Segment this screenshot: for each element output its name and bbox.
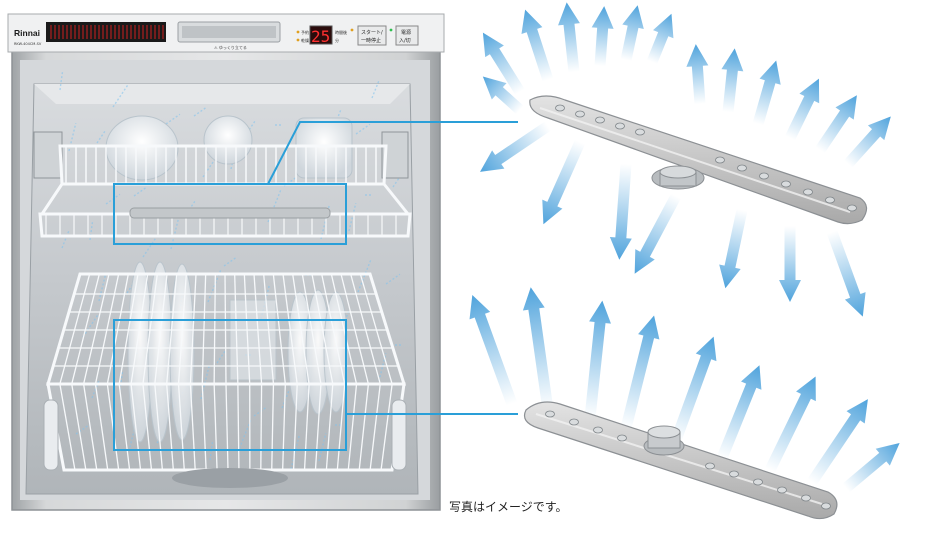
image-caption: 写真はイメージです。 <box>449 500 568 514</box>
timer-unit-minutes: 分 <box>335 37 339 43</box>
timer-digits: 25 <box>311 27 330 46</box>
upper-spray-arm-detail <box>529 95 868 225</box>
drain-filter <box>172 468 288 488</box>
handle-note: ⚠ ゆっくり立てる <box>214 44 247 50</box>
upper-rack <box>33 115 412 238</box>
power-button-line-1: 電源 <box>401 29 411 36</box>
callout-upper <box>113 121 518 245</box>
model-number: RKW-404CM-SV <box>14 42 42 46</box>
lower-spray-arm-detail <box>523 401 838 520</box>
dry-indicator-label: 乾燥 <box>301 37 309 43</box>
power-button[interactable]: 電源 入/切 <box>395 25 419 46</box>
spray-arrows <box>469 2 900 493</box>
vent-grille <box>50 25 164 39</box>
lower-rack <box>43 261 407 472</box>
control-panel: Rinnai RKW-404CM-SV ⚠ ゆっくり立てる 予約 乾燥 25 時… <box>7 13 445 53</box>
upper-spray-arm-inside <box>129 207 331 219</box>
brand-logo: Rinnai <box>14 28 40 38</box>
callout-lower <box>113 319 518 451</box>
start-pause-button[interactable]: スタート/ 一時停止 <box>357 25 387 46</box>
timer-unit-hours: 時間後 <box>335 29 347 35</box>
start-button-line-1: スタート/ <box>361 29 383 36</box>
start-button-line-2: 一時停止 <box>361 37 381 44</box>
timer-display <box>309 25 333 45</box>
power-button-line-2: 入/切 <box>399 37 411 44</box>
reserve-indicator-label: 予約 <box>301 29 309 35</box>
